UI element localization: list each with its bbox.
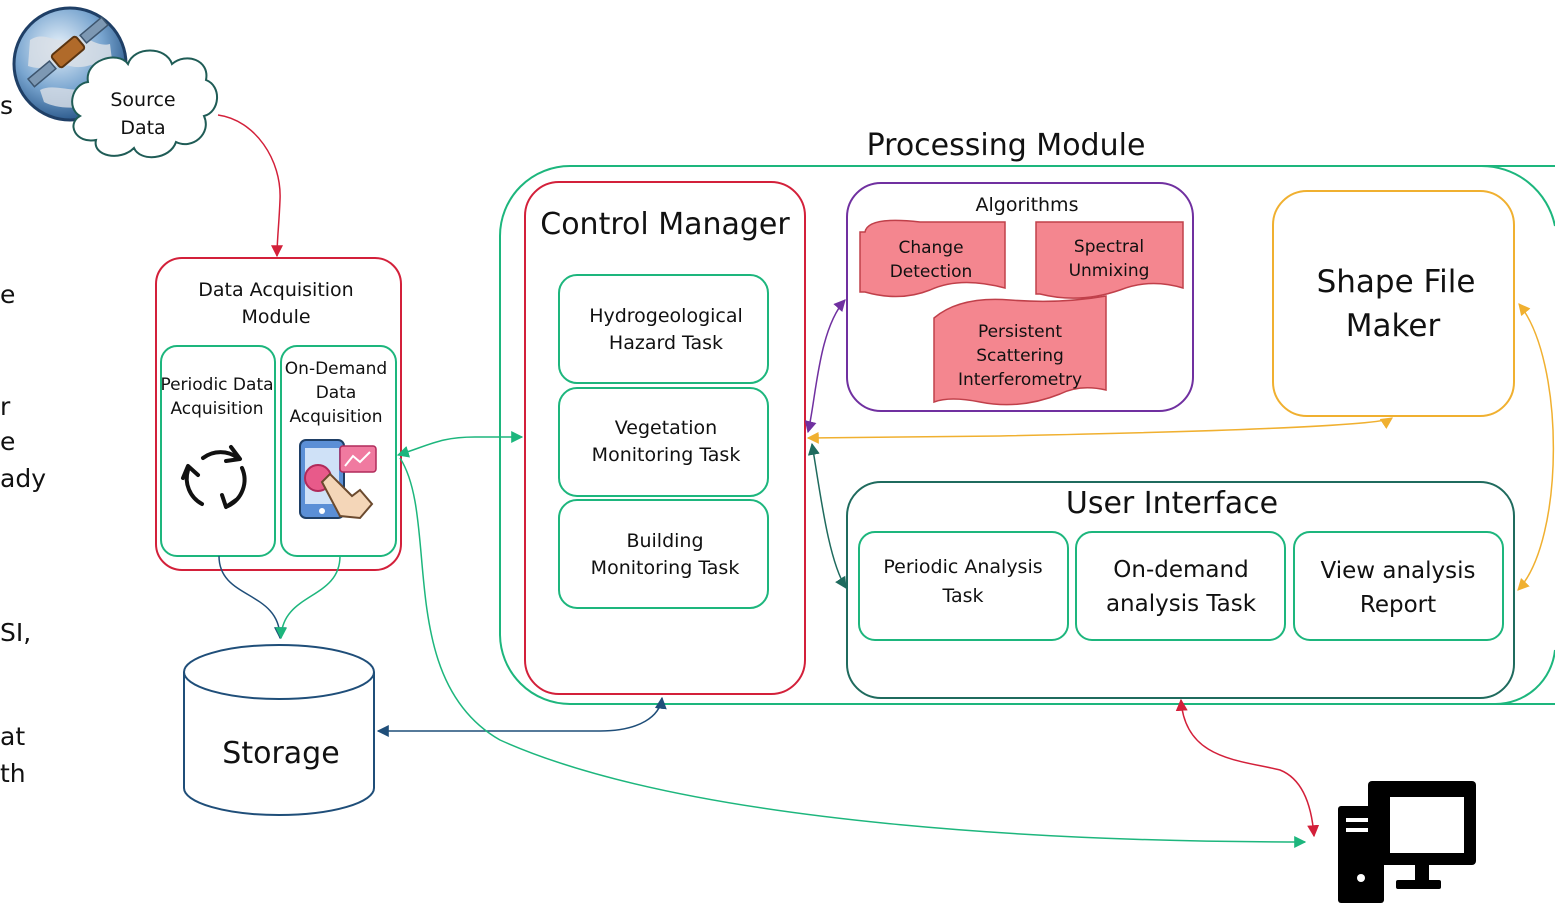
algorithms-box: Algorithms Change Detection Spectral Unm… [846,182,1194,412]
task-label: Building [626,530,703,552]
processing-module: Processing Module [499,128,1555,706]
cut-text-2: e [0,280,16,309]
algorithm-label: Scattering [976,346,1064,366]
task-label: Hazard Task [609,332,723,354]
task-label: Monitoring Task [591,557,740,579]
shape-file-maker: Shape File Maker [1272,190,1515,417]
acquisition-computer-arrow [399,457,1307,848]
storage-label: Storage [222,736,339,771]
ui-computer-arrow [1175,698,1320,838]
ui-task-label: Report [1360,592,1436,618]
user-interface-box: User Interface Periodic Analysis Task On… [846,481,1515,699]
on-demand-data-acquisition: On-Demand Data Acquisition [280,345,397,557]
control-manager-title: Control Manager [540,207,790,242]
algorithm-label: Change [898,238,963,258]
ui-task-label: Periodic Analysis [883,556,1042,578]
shape-file-maker-label: Maker [1346,308,1441,344]
view-analysis-report-task: View analysis Report [1293,531,1504,641]
shape-file-maker-label: Shape File [1317,264,1476,300]
cut-text-6: SI, [0,618,32,647]
control-manager: Control Manager Hydrogeological Hazard T… [524,181,806,695]
source-data-label: Source [110,89,175,111]
task-label: Hydrogeological [589,305,743,327]
change-detection-algorithm: Change Detection [859,219,1006,298]
on-demand-analysis-task: On-demand analysis Task [1075,531,1286,641]
periodic-label: Acquisition [170,399,263,419]
periodic-data-acquisition: Periodic Data Acquisition [160,345,276,557]
cut-text-4: e [0,427,16,456]
vegetation-monitoring-task: Vegetation Monitoring Task [558,387,769,497]
ui-task-label: On-demand [1113,557,1248,583]
cut-text-1: s [0,91,14,120]
on-demand-label: Data [316,383,357,403]
building-monitoring-task: Building Monitoring Task [558,499,769,609]
ui-task-label: Task [941,585,983,607]
on-demand-label: On-Demand [285,359,387,379]
computer-icon [1338,781,1476,903]
source-to-acquisition-arrow [217,114,284,258]
algorithm-label: Interferometry [958,370,1082,390]
algorithm-label: Spectral [1074,237,1144,257]
control-shapefile-arrow [806,417,1394,444]
cut-text-5: ady [0,464,46,493]
control-algorithms-arrow [804,299,846,434]
ui-task-label: View analysis [1320,558,1475,584]
cut-text-7: at [0,722,26,751]
storage-cylinder: Storage [183,644,375,816]
tablet-touch-icon [299,439,377,520]
acquisition-title: Module [241,306,310,328]
algorithm-label: Persistent [978,322,1062,342]
on-demand-label: Acquisition [289,407,382,427]
cut-text-8: th [0,759,26,788]
algorithm-label: Detection [890,262,973,282]
user-interface-title: User Interface [1066,486,1278,521]
storage-control-arrow [376,696,667,737]
spectral-unmixing-algorithm: Spectral Unmixing [1035,221,1184,299]
ondemand-to-storage-arrow [275,555,341,640]
periodic-label: Periodic Data [160,375,273,395]
hydrogeological-hazard-task: Hydrogeological Hazard Task [558,274,769,384]
control-ui-arrow [807,442,847,590]
task-label: Monitoring Task [592,444,741,466]
acquisition-control-arrow [396,431,524,458]
processing-title: Processing Module [867,128,1146,163]
task-label: Vegetation [615,417,717,439]
periodic-to-storage-arrow [218,555,286,640]
refresh-cycle-icon [181,445,247,509]
connectors [217,114,1555,848]
acquisition-title: Data Acquisition [198,279,353,301]
data-acquisition-module: Data Acquisition Module Periodic Data Ac… [155,257,402,571]
periodic-analysis-task: Periodic Analysis Task [858,531,1069,641]
ui-task-label: analysis Task [1106,591,1257,617]
persistent-scattering-interferometry-algorithm: Persistent Scattering Interferometry [933,295,1107,406]
source-data-label: Data [120,117,165,139]
source-data-cloud: Source Data [71,49,218,159]
algorithm-label: Unmixing [1069,261,1150,281]
shapefile-report-arrow [1517,303,1555,591]
cut-text-3: r [0,392,11,421]
algorithms-title: Algorithms [976,194,1079,216]
